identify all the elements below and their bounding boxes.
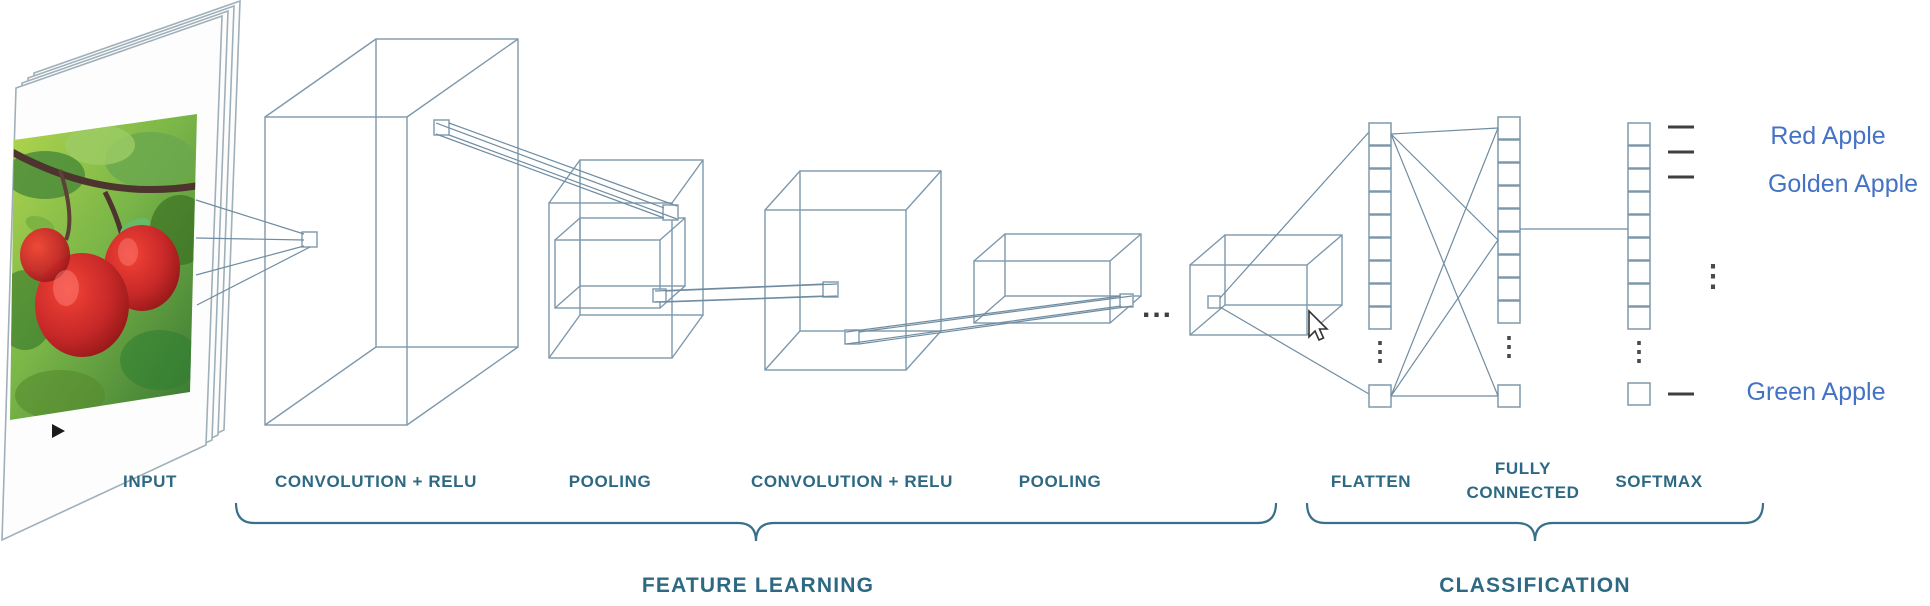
input-to-conv1-connections xyxy=(195,199,311,306)
conv2-input-square xyxy=(822,281,839,298)
conv2-output-square xyxy=(844,329,860,345)
feature-learning-brace xyxy=(234,502,1278,542)
classification-brace xyxy=(1305,502,1765,542)
conv-layer-1-box xyxy=(264,38,519,426)
receptive-field-square xyxy=(301,231,318,248)
pool1-input-square xyxy=(662,204,679,221)
stage-label-input: INPUT xyxy=(123,472,177,491)
feature-to-flatten-connections xyxy=(1219,131,1370,395)
feature-maps-ellipsis: ... xyxy=(1142,291,1174,324)
flatten-to-fc-connections xyxy=(1390,127,1499,397)
pooling-layer-1-box xyxy=(548,159,704,359)
softmax-ellipsis: ⋮ xyxy=(1626,336,1652,366)
group-label-feature-learning: FEATURE LEARNING xyxy=(641,574,875,597)
final-feature-map-box xyxy=(1189,234,1343,336)
stage-label-convolution-relu-2: CONVOLUTION + RELU xyxy=(750,472,954,491)
flatten-layer xyxy=(1368,122,1392,408)
pooling-layer-2-box xyxy=(973,233,1142,324)
small-artifact-icon xyxy=(52,424,65,438)
softmax-last-cell xyxy=(1627,382,1651,406)
fc-last-cell xyxy=(1497,384,1521,408)
conv2-to-pool2-connections xyxy=(845,295,1133,345)
flatten-last-cell xyxy=(1368,384,1392,408)
stage-label-fully-connected-line1: FULLY xyxy=(1494,459,1552,478)
output-class-golden-apple: Golden Apple xyxy=(1767,170,1919,198)
stage-label-pooling-1: POOLING xyxy=(568,472,652,491)
stage-label-flatten: FLATTEN xyxy=(1330,472,1412,491)
feature-unit-square xyxy=(1207,295,1221,309)
output-class-green-apple: Green Apple xyxy=(1746,378,1886,406)
conv-layer-2-box xyxy=(764,170,942,371)
input-apple-image xyxy=(10,114,197,420)
stage-label-convolution-relu-1: CONVOLUTION + RELU xyxy=(274,472,478,491)
pool1-to-conv2-connections xyxy=(654,283,838,303)
output-ticks xyxy=(1668,125,1694,396)
stage-label-softmax: SOFTMAX xyxy=(1615,472,1703,491)
fully-connected-layer xyxy=(1497,116,1521,408)
stage-label-fully-connected-line2: CONNECTED xyxy=(1466,483,1580,502)
stage-label-pooling-2: POOLING xyxy=(1018,472,1102,491)
output-classes-ellipsis: ⋮ xyxy=(1698,260,1728,293)
conv1-to-pool1-connections xyxy=(435,122,678,220)
softmax-layer xyxy=(1627,122,1651,406)
fully-connected-ellipsis: ⋮ xyxy=(1496,331,1522,361)
output-class-red-apple: Red Apple xyxy=(1770,122,1886,150)
group-label-classification: CLASSIFICATION xyxy=(1439,574,1631,597)
mouse-cursor-icon xyxy=(1308,309,1329,342)
flatten-ellipsis: ⋮ xyxy=(1367,336,1393,366)
